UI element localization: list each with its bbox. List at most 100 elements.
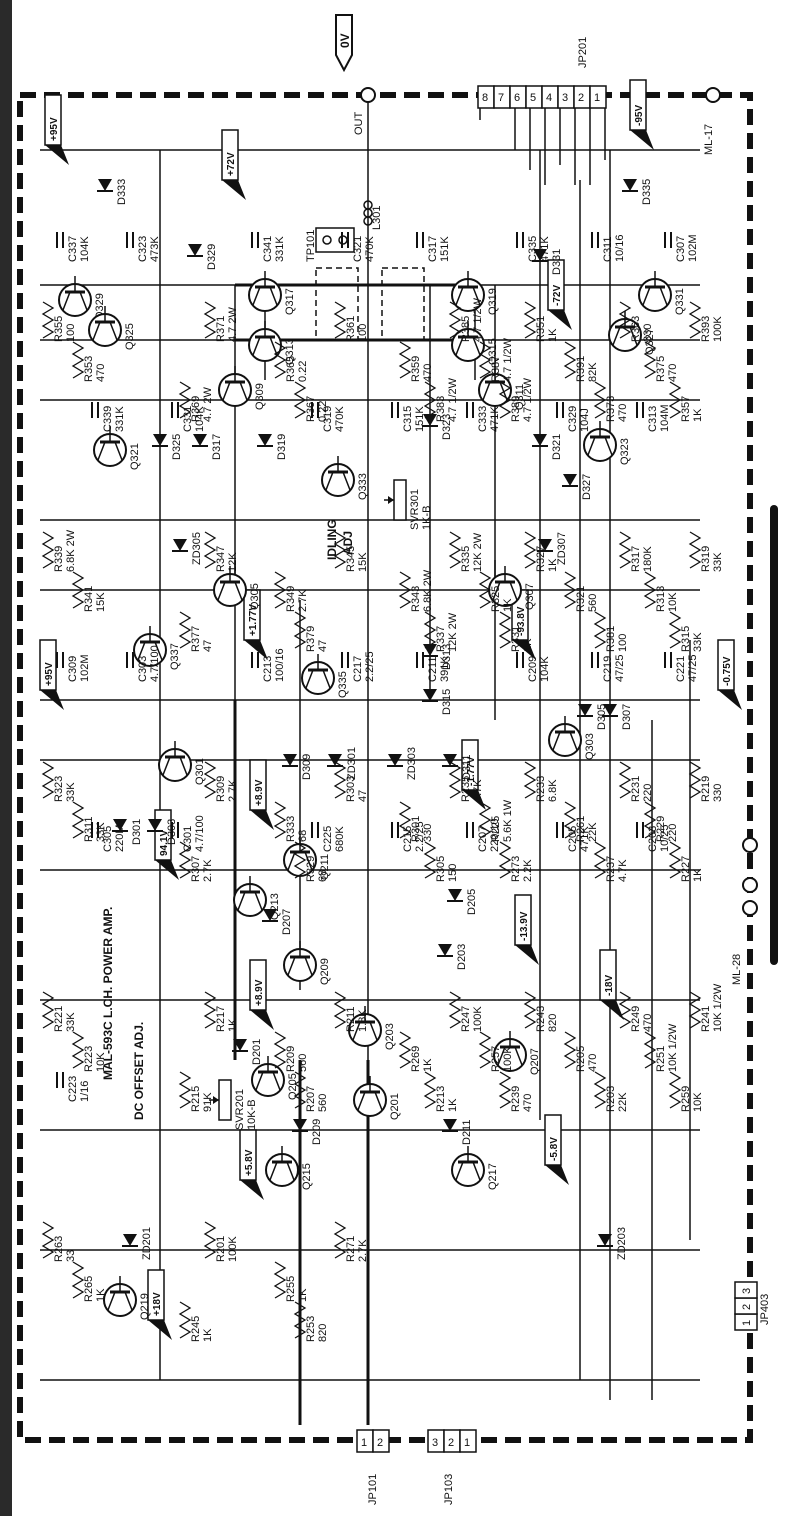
rail-flag-p177: +1.77V bbox=[243, 589, 268, 660]
resistor-ref: R249 bbox=[630, 1006, 642, 1032]
resistor-value: 470 bbox=[522, 1094, 534, 1112]
diode-d311: D311 bbox=[442, 754, 473, 780]
resistor-ref: R327 bbox=[535, 546, 547, 572]
transistor-q203: Q203 bbox=[348, 1006, 396, 1050]
resistor-ref: R301 bbox=[410, 816, 422, 842]
vertical-scrollbar-thumb[interactable] bbox=[770, 505, 778, 965]
rail-voltage-text: +8.9V bbox=[254, 779, 265, 806]
capacitor-ref: C337 bbox=[67, 236, 79, 262]
rail-voltage-text: -18V bbox=[604, 975, 615, 996]
jp201-pin-number: 3 bbox=[562, 92, 568, 104]
capacitor-ref: C323 bbox=[137, 236, 149, 262]
resistor-value: 4.7K bbox=[472, 779, 484, 802]
resistor-value: 560 bbox=[317, 1094, 329, 1112]
resistor-ref: R337 bbox=[435, 626, 447, 652]
resistor-value: 100 bbox=[65, 324, 77, 342]
jp201-pin: 4 bbox=[541, 85, 559, 109]
resistor-ref: R271 bbox=[345, 1236, 357, 1262]
capacitor-value: 220/10 bbox=[489, 818, 501, 852]
resistor-value: 2.7K bbox=[357, 1239, 369, 1262]
resistor-value: 100 bbox=[357, 324, 369, 342]
diode-ref: D321 bbox=[551, 434, 563, 460]
capacitor-value: 104K bbox=[194, 406, 206, 432]
capacitor-ref: C339 bbox=[102, 406, 114, 432]
resistor-ref: R241 bbox=[700, 1006, 712, 1032]
jp403-pin: 3 bbox=[734, 1281, 758, 1299]
jp201-pin-number: 8 bbox=[482, 92, 488, 104]
resistor-ref: R215 bbox=[190, 1086, 202, 1112]
diode-zd305: ZD305 bbox=[172, 532, 203, 565]
resistor-value: 100K bbox=[712, 316, 724, 342]
resistor-ref: R329 bbox=[305, 856, 317, 882]
diode-d307: D307 bbox=[602, 704, 633, 730]
trimmer-ref: SVR301 bbox=[409, 489, 421, 530]
resistor-ref: R373 bbox=[605, 396, 617, 422]
jp201-pin: 3 bbox=[557, 85, 575, 109]
rail-flag-p89a: +8.9V bbox=[249, 759, 274, 830]
capacitor-value: 2.2/25 bbox=[364, 651, 376, 682]
resistor-value: 4.7 2W bbox=[227, 307, 239, 342]
resistor-ref: R389 bbox=[510, 396, 522, 422]
resistor-value: 1K bbox=[502, 598, 514, 612]
resistor-ref: R387 bbox=[490, 356, 502, 382]
capacitor-ref: C329 bbox=[567, 406, 579, 432]
resistor-value: 220 bbox=[667, 824, 679, 842]
transistor-ref: Q317 bbox=[284, 288, 296, 315]
transistor-ref: Q325 bbox=[124, 323, 136, 350]
jp103-pin: 1 bbox=[459, 1429, 477, 1453]
capacitor-value: 331K bbox=[274, 236, 286, 262]
jp201-pin-number: 7 bbox=[498, 92, 504, 104]
jp103-pin-number: 2 bbox=[448, 1437, 454, 1449]
transistor-q325: Q325 bbox=[88, 306, 136, 350]
resistor-value: 470 bbox=[95, 364, 107, 382]
transistor-q209: Q209 bbox=[283, 941, 331, 985]
transistor-ref: Q323 bbox=[619, 438, 631, 465]
resistor-ref: R381 bbox=[605, 626, 617, 652]
transistor-ref: Q327 bbox=[644, 328, 656, 355]
resistor-ref: R229 bbox=[655, 816, 667, 842]
resistor-ref: R331 bbox=[510, 626, 522, 652]
resistor-value: 4.7 1/2W bbox=[472, 297, 484, 342]
trimmer-value: 1K-B bbox=[421, 506, 433, 530]
transistor-ref: Q321 bbox=[129, 443, 141, 470]
resistor-value: 1K bbox=[227, 1018, 239, 1032]
resistor-ref: R315 bbox=[680, 626, 692, 652]
jp403-pin: 2 bbox=[734, 1297, 758, 1315]
capacitor-value: 104M bbox=[659, 404, 671, 432]
transistor-ref: Q201 bbox=[389, 1093, 401, 1120]
rail-voltage-text: +95V bbox=[49, 117, 60, 141]
resistor-value: 22K bbox=[617, 1092, 629, 1112]
capacitor-ref: C301 bbox=[182, 826, 194, 852]
jp103-label: JP103 bbox=[443, 1474, 455, 1505]
capacitor-ref: C321 bbox=[352, 236, 364, 262]
resistor-ref: R273 bbox=[510, 856, 522, 882]
resistor-ref: R243 bbox=[535, 1006, 547, 1032]
diode-ref: D201 bbox=[251, 1039, 263, 1065]
resistor-ref: R303 bbox=[345, 776, 357, 802]
resistor-ref: R235 bbox=[460, 776, 472, 802]
capacitor-ref: C317 bbox=[427, 236, 439, 262]
transistor-q211: Q211 bbox=[283, 836, 331, 880]
resistor-ref: R321 bbox=[575, 586, 587, 612]
